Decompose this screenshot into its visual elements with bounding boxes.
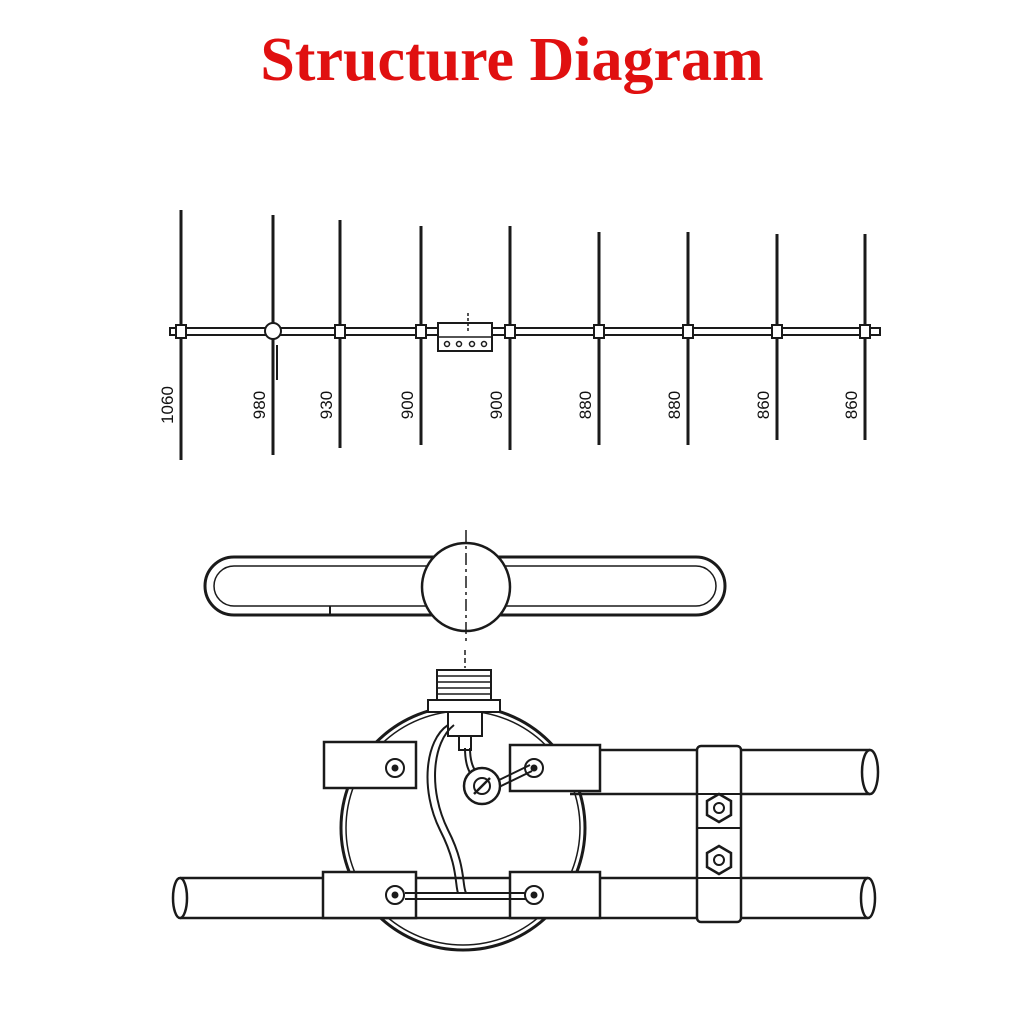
element-clamp: [175, 324, 187, 339]
hex-nut-lower: [705, 844, 733, 876]
driven-element-hub: [264, 322, 282, 340]
boom: [169, 327, 881, 336]
antenna-elements: 1060 980 930 900 900 880 880 860 860: [158, 210, 871, 460]
element-clamp: [593, 324, 605, 339]
clamp-block-bottom-left: [321, 870, 418, 920]
balun-screw: [462, 766, 502, 806]
element-clamp: [859, 324, 871, 339]
feed-detail: [171, 650, 880, 952]
clamp-block-top-left: [322, 740, 418, 790]
element-length-label: 900: [398, 391, 417, 419]
page-title: Structure Diagram: [260, 26, 764, 94]
hex-nut-upper: [705, 792, 733, 824]
element-clamp: [415, 324, 427, 339]
element-clamp: [334, 324, 346, 339]
element-clamp: [682, 324, 694, 339]
element-length-label: 930: [317, 391, 336, 419]
element-length-label: 980: [250, 391, 269, 419]
element-clamp: [771, 324, 783, 339]
folded-dipole: [203, 530, 727, 645]
element-length-label: 860: [842, 391, 861, 419]
element-length-label: 1060: [158, 386, 177, 424]
element-clamp: [504, 324, 516, 339]
feed-box: [437, 313, 493, 352]
element-length-label: 860: [754, 391, 773, 419]
clamp-block-bottom-right: [508, 870, 602, 920]
feed-wires: [405, 724, 533, 900]
element-length-label: 880: [665, 391, 684, 419]
element-length-label: 880: [576, 391, 595, 419]
feed-tail: [272, 340, 278, 382]
element-length-label: 900: [487, 391, 506, 419]
antenna-top-view: 1060 980 930 900 900 880 880 860 860: [158, 210, 881, 460]
n-connector: [427, 650, 501, 751]
boom-clamp: [695, 744, 743, 924]
